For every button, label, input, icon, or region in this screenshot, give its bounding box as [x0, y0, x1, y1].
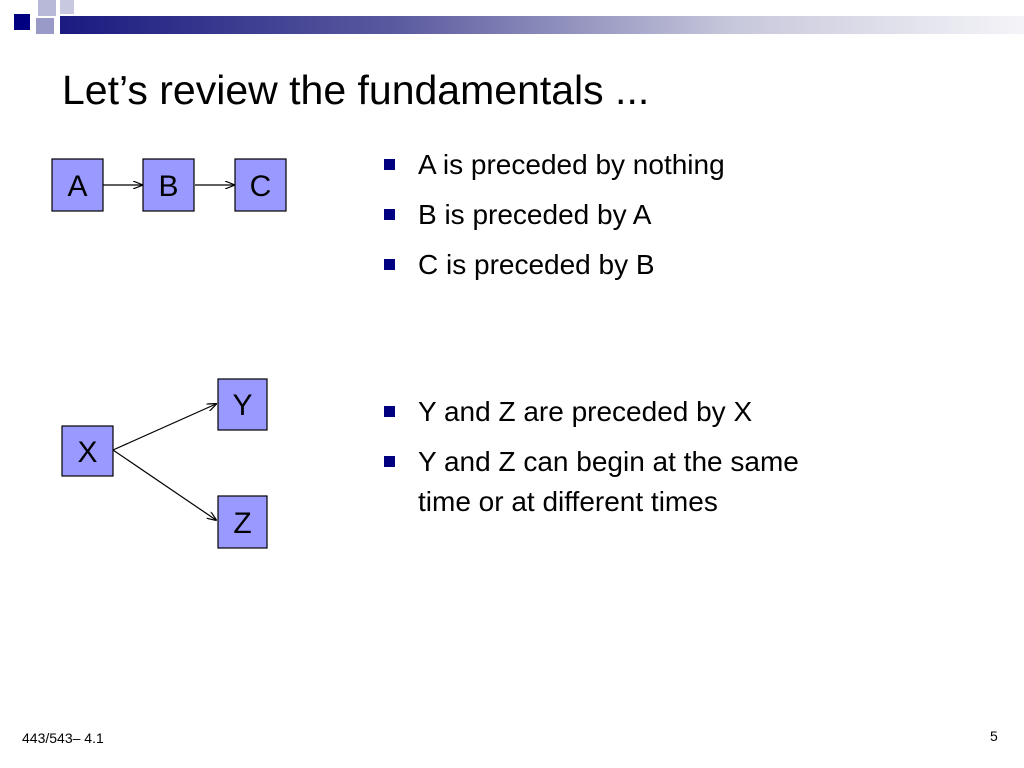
bullet-item: Y and Z are preceded by X	[382, 392, 822, 432]
bullet-item: A is preceded by nothing	[382, 145, 852, 185]
node-a: A	[51, 158, 104, 212]
bullet-list-sequence: A is preceded by nothing B is preceded b…	[382, 145, 852, 295]
node-x: X	[61, 425, 114, 477]
header-decoration	[14, 0, 1024, 34]
node-c: C	[234, 158, 287, 212]
node-z: Z	[217, 495, 268, 549]
edge-x-z	[112, 449, 216, 520]
node-c-label: C	[250, 170, 272, 203]
page-number: 5	[990, 728, 998, 744]
node-b: B	[142, 158, 195, 212]
bullet-text: Y and Z can begin at the same time or at…	[418, 446, 799, 517]
bullet-item: C is preceded by B	[382, 245, 852, 285]
bullet-text: C is preceded by B	[418, 249, 655, 280]
square-bullet-icon	[384, 456, 395, 467]
bullet-item: B is preceded by A	[382, 195, 852, 235]
node-y: Y	[217, 378, 268, 431]
edge-x-y	[112, 404, 216, 451]
bullet-item: Y and Z can begin at the same time or at…	[382, 442, 822, 522]
node-y-label: Y	[232, 389, 252, 422]
footer-course-code: 443/543– 4.1	[22, 730, 104, 746]
square-bullet-icon	[384, 259, 395, 270]
square-bullet-icon	[384, 209, 395, 220]
bullet-list-parallel: Y and Z are preceded by X Y and Z can be…	[382, 392, 822, 532]
node-b-label: B	[158, 170, 178, 203]
bullet-text: A is preceded by nothing	[418, 149, 725, 180]
bullet-text: B is preceded by A	[418, 199, 652, 230]
slide-title: Let’s review the fundamentals ...	[62, 67, 650, 113]
square-bullet-icon	[384, 159, 395, 170]
square-bullet-icon	[384, 406, 395, 417]
node-x-label: X	[77, 436, 97, 469]
bullet-text: Y and Z are preceded by X	[418, 396, 753, 427]
node-a-label: A	[67, 170, 87, 203]
node-z-label: Z	[233, 507, 251, 540]
